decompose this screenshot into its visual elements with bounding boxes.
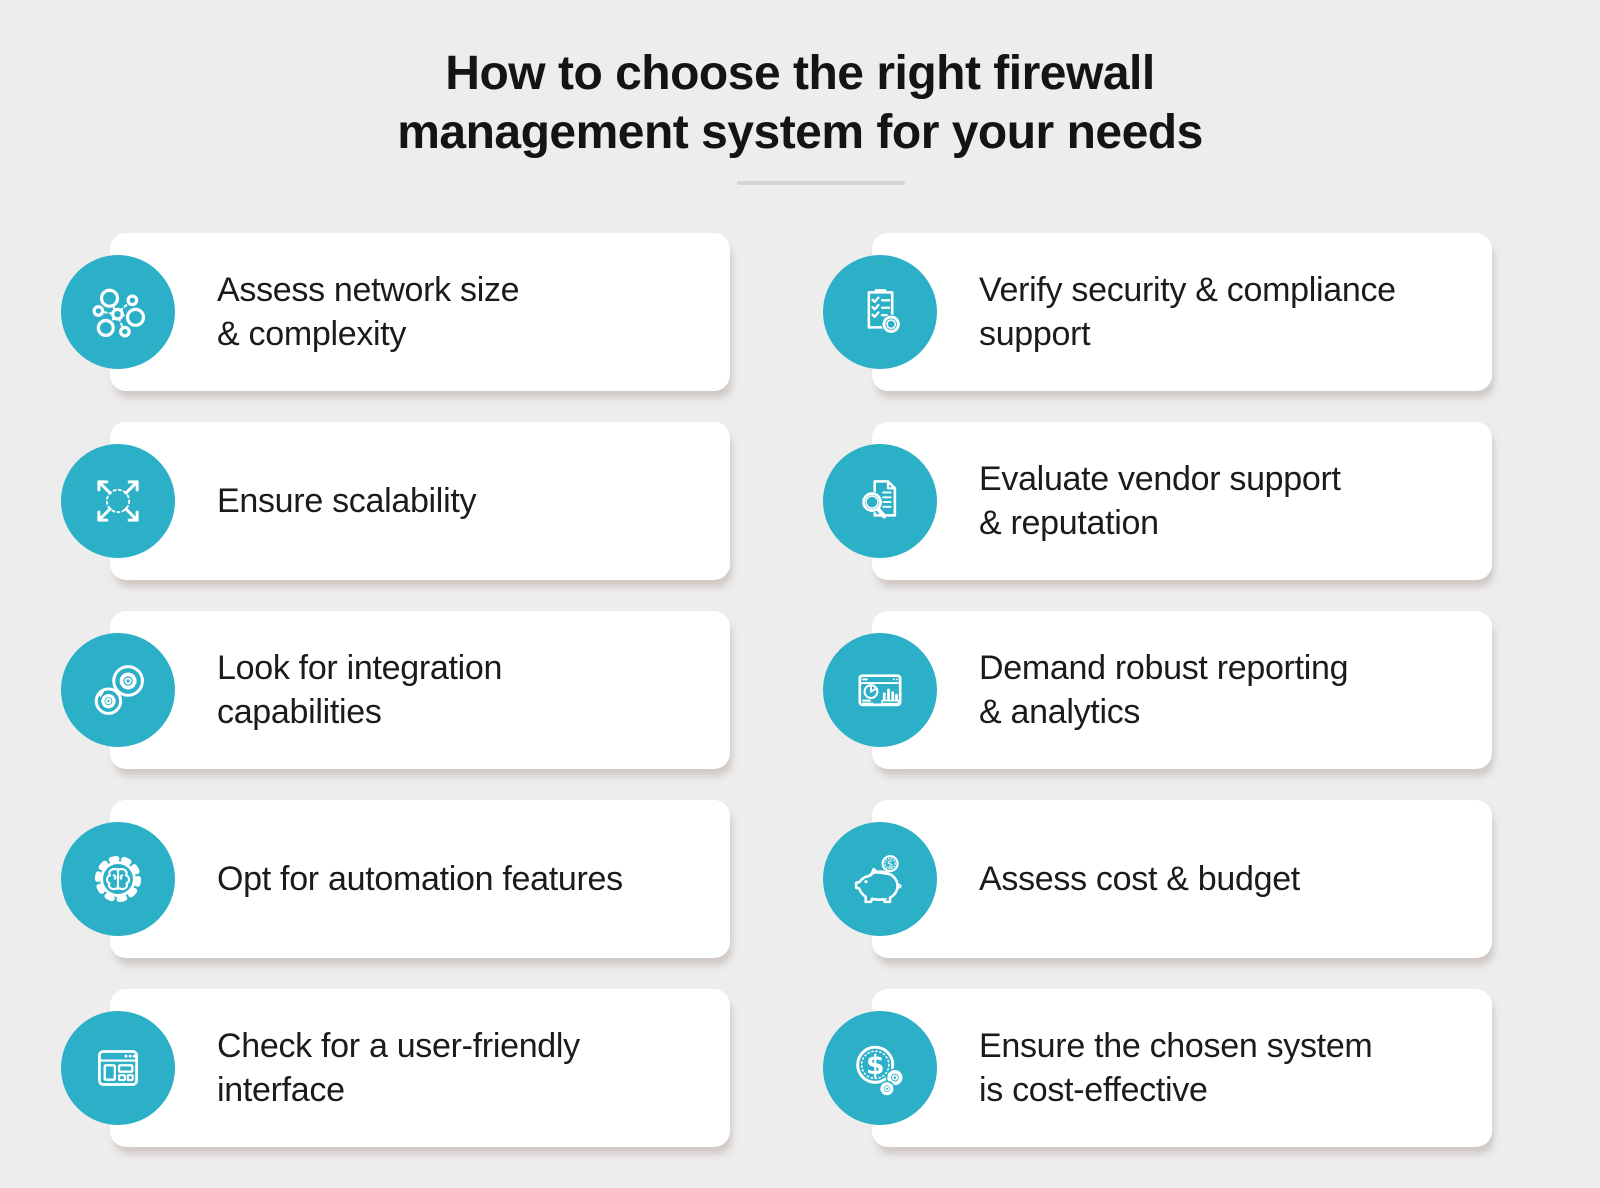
cost-gears-icon: $: [823, 1011, 937, 1125]
list-item: Ensure scalability: [61, 422, 730, 580]
list-item: Assess network size& complexity: [61, 233, 730, 391]
card-user-friendly-interface: [110, 989, 730, 1147]
list-item: Demand robust reporting& analytics: [823, 611, 1492, 769]
browser-window-icon: [61, 1011, 175, 1125]
network-nodes-icon: [61, 255, 175, 369]
integration-gears-icon: [61, 633, 175, 747]
document-search-icon: [823, 444, 937, 558]
analytics-dashboard-icon: [823, 633, 937, 747]
card-cost-effective-system: [872, 989, 1492, 1147]
list-item: $ Assess cost & budget: [823, 800, 1492, 958]
card-verify-security-compliance: [872, 233, 1492, 391]
svg-text:$: $: [887, 857, 894, 870]
card-label: Opt for automation features: [217, 860, 623, 898]
card-label: Demand robust reporting& analytics: [979, 649, 1349, 731]
card-robust-reporting-analytics: [872, 611, 1492, 769]
expand-arrows-icon: [61, 444, 175, 558]
page-title: How to choose the right firewall manageme…: [0, 44, 1600, 162]
list-item: Opt for automation features: [61, 800, 730, 958]
piggy-bank-icon: $: [823, 822, 937, 936]
compliance-checklist-icon: [823, 255, 937, 369]
card-label: Assess network size& complexity: [217, 271, 520, 353]
card-label: Assess cost & budget: [979, 860, 1300, 898]
card-ensure-scalability: [110, 422, 730, 580]
card-label: Evaluate vendor support& reputation: [979, 460, 1341, 542]
card-assess-network-size: [110, 233, 730, 391]
card-label: Ensure scalability: [217, 482, 477, 520]
card-integration-capabilities: [110, 611, 730, 769]
card-automation-features: [110, 800, 730, 958]
page-title-line2: management system for your needs: [397, 106, 1203, 159]
title-divider: [737, 181, 905, 185]
card-evaluate-vendor-support: [872, 422, 1492, 580]
card-assess-cost-budget: [872, 800, 1492, 958]
page-title-line1: How to choose the right firewall: [445, 47, 1155, 100]
list-item: Evaluate vendor support& reputation: [823, 422, 1492, 580]
automation-gear-brain-icon: [61, 822, 175, 936]
svg-text:$: $: [866, 1050, 884, 1081]
card-grid: Assess network size& complexity Verify s…: [61, 233, 1492, 1147]
